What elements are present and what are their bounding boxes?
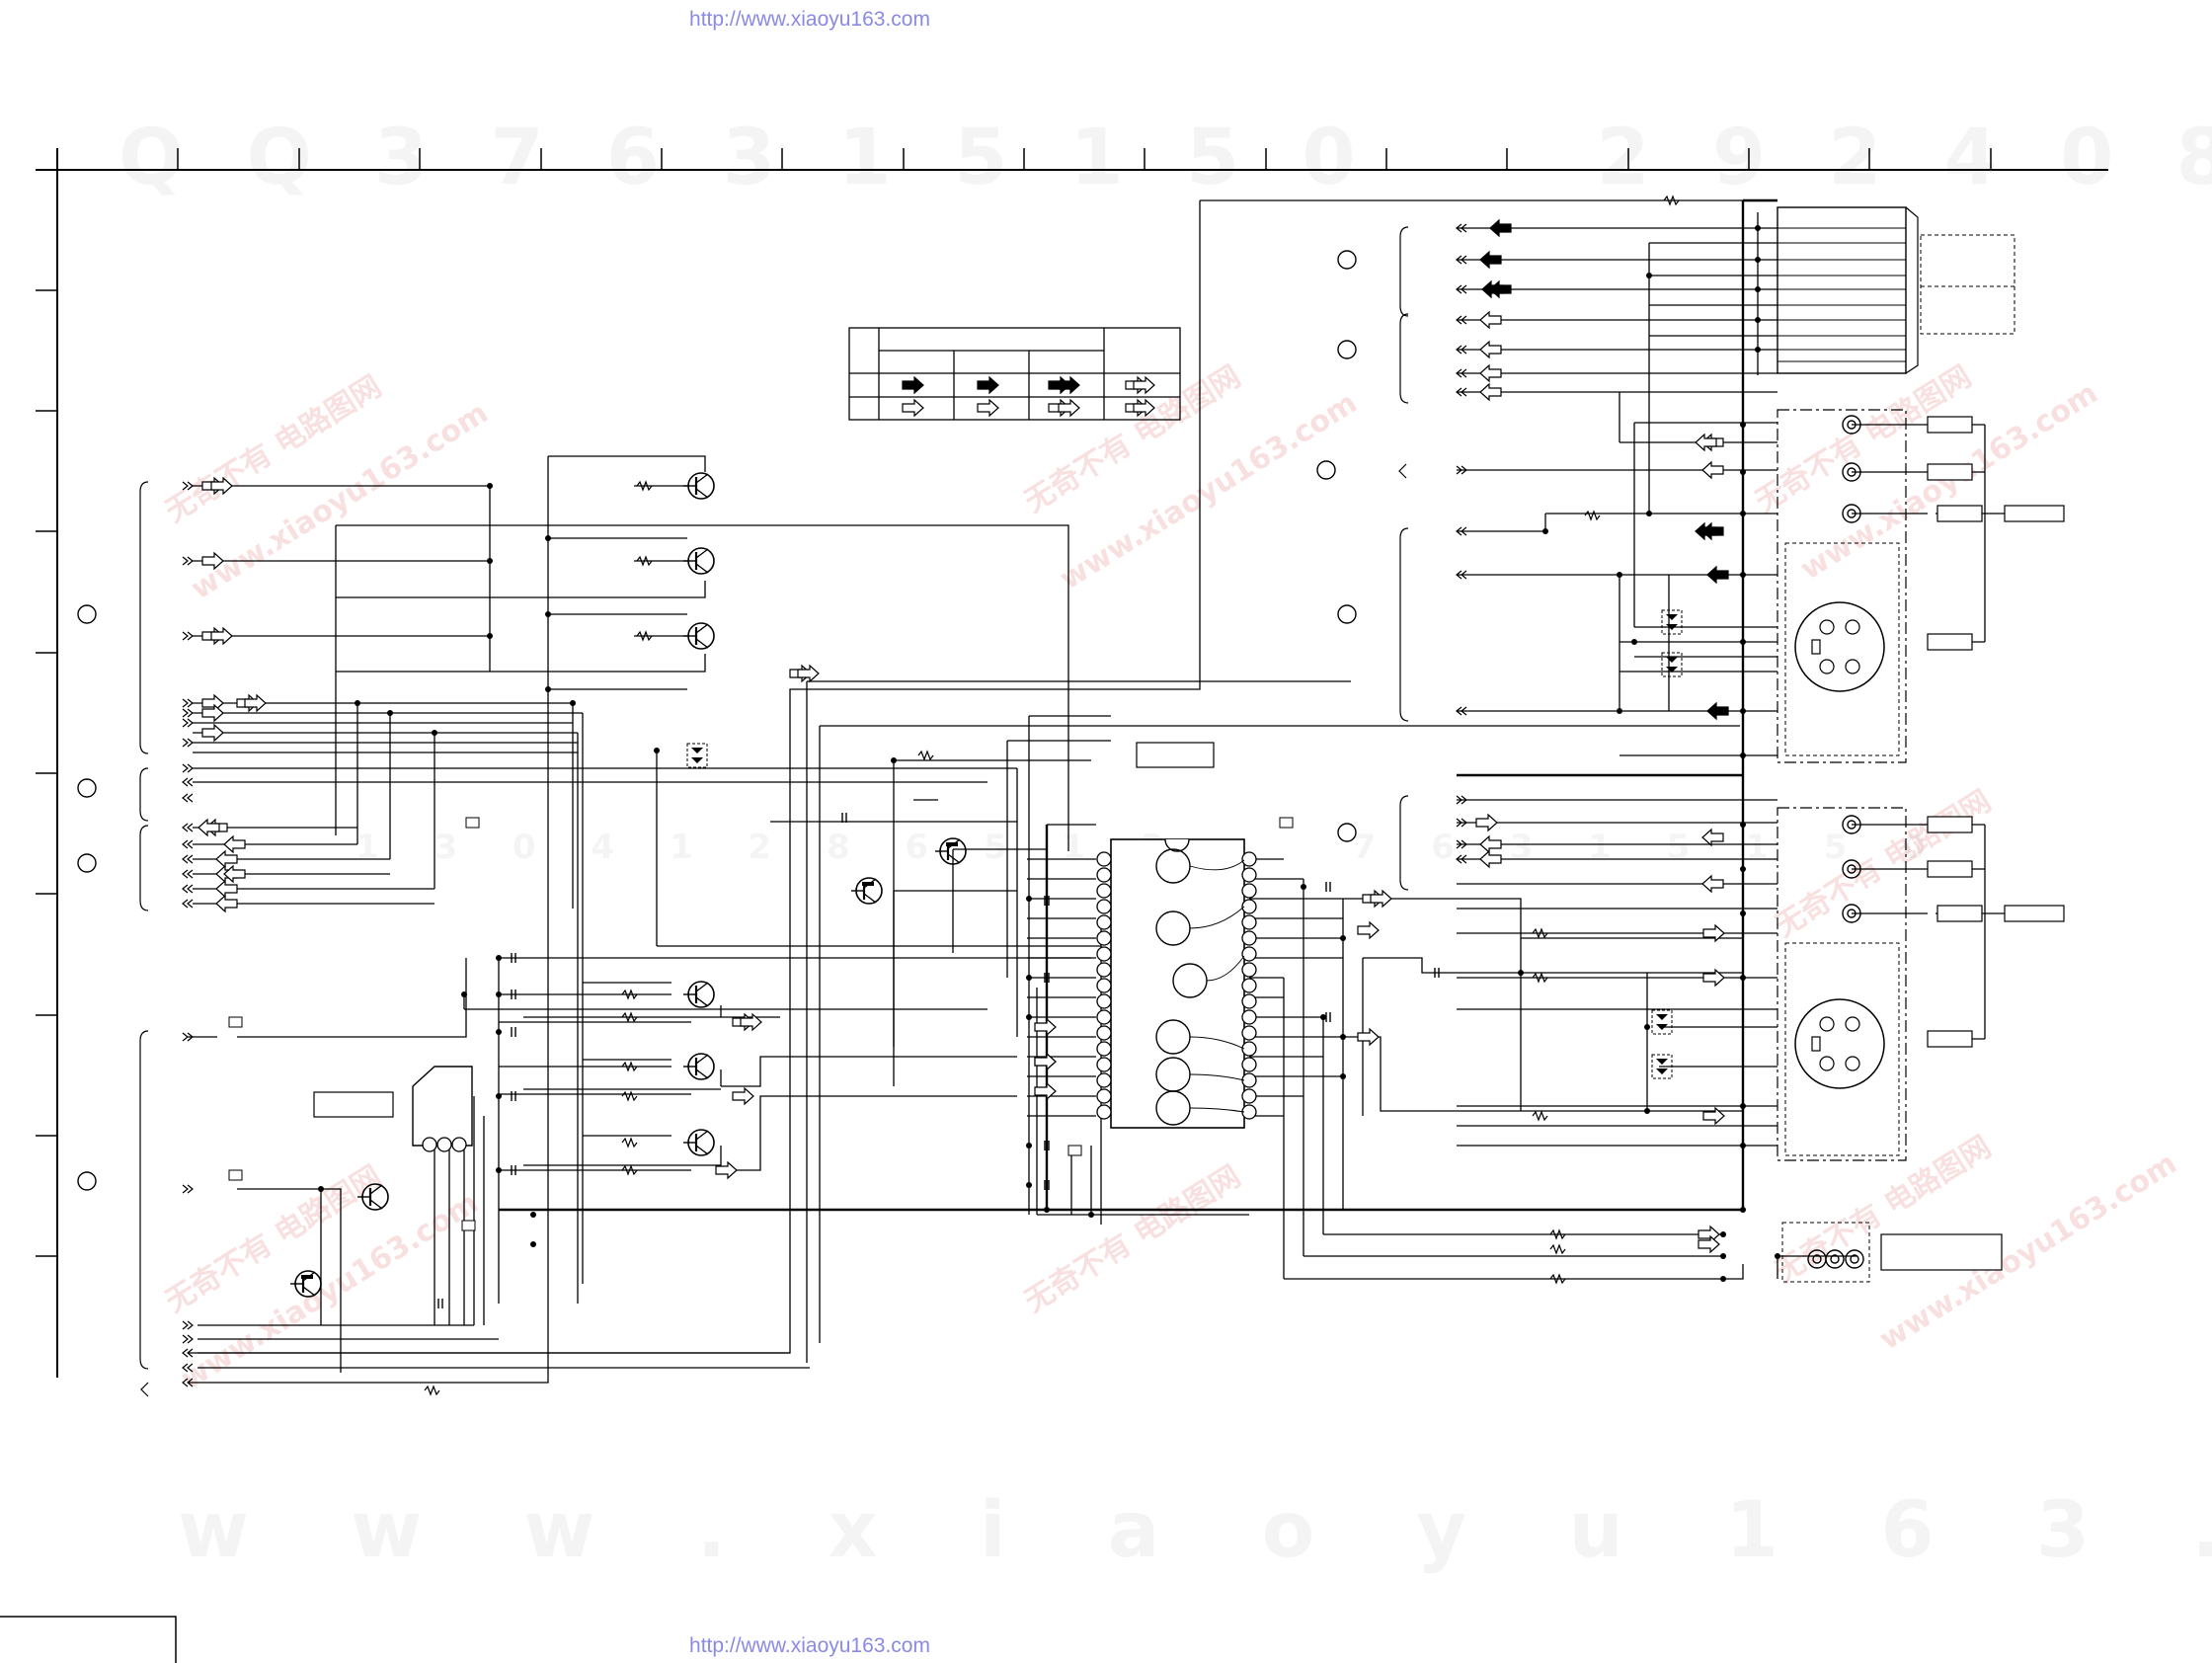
junction-dots — [318, 225, 1780, 1282]
ic-chip-icon — [1096, 838, 1257, 1129]
voltage-regulator — [412, 1066, 473, 1152]
pin-tags — [228, 817, 1294, 1231]
connector-jack-icon — [1777, 409, 1907, 1283]
title-block-corner — [0, 1616, 177, 1663]
frame-border — [36, 148, 2108, 1378]
header-url[interactable]: http://www.xiaoyu163.com — [689, 8, 930, 31]
ic-label-box — [1136, 742, 1215, 768]
left-brace-groups — [139, 226, 1409, 1397]
wiring — [188, 199, 2005, 1384]
grid-ticks — [36, 148, 1992, 1257]
signal-arrow-icon — [1456, 219, 1729, 893]
supply-lines — [499, 198, 1778, 1212]
jack-label-boxes — [1880, 416, 2065, 1271]
regulator-label-box — [313, 1091, 394, 1118]
transistor-tags — [301, 842, 958, 1279]
signal-legend-table — [848, 327, 1181, 421]
output-connector — [1777, 206, 2015, 374]
capacitor-icon — [437, 812, 1440, 1309]
footer-url[interactable]: http://www.xiaoyu163.com — [689, 1634, 930, 1657]
section-markers — [77, 250, 1357, 1191]
